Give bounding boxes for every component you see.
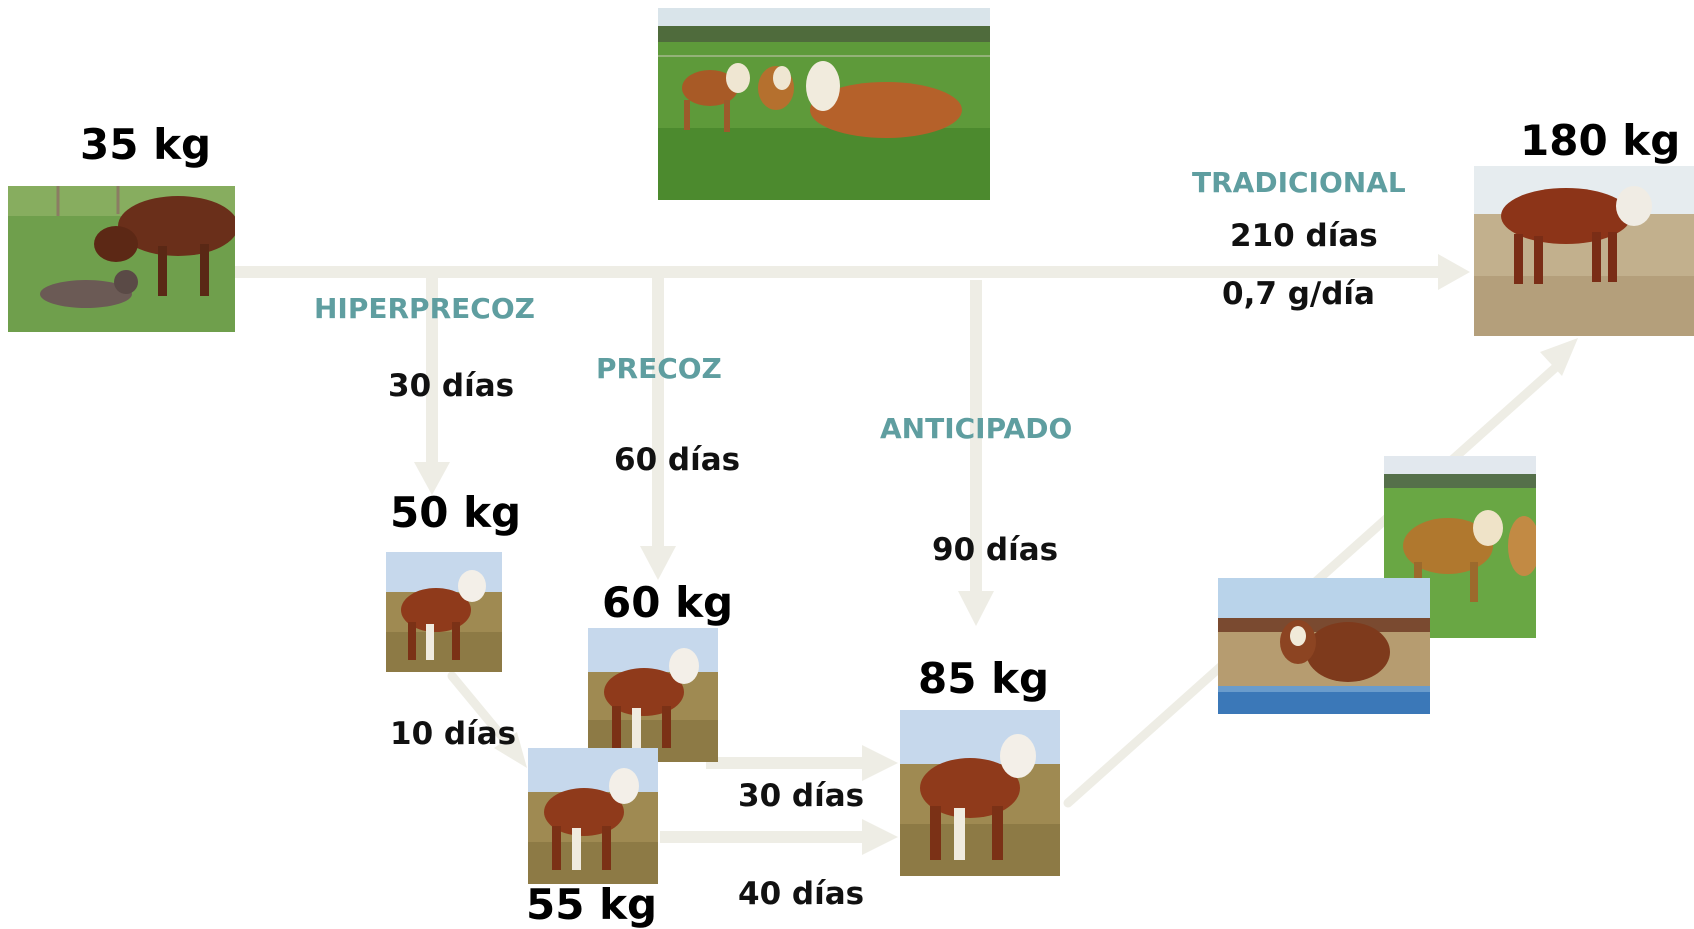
main-arrowhead — [1438, 254, 1470, 290]
final-steer-photo — [1474, 166, 1694, 336]
weight-hiperprecoz-plus: 55 kg — [526, 880, 658, 929]
calf-photo-85kg — [900, 710, 1060, 876]
weight-anticipado: 85 kg — [918, 654, 1050, 703]
duration-tradicional: 210 días — [1230, 218, 1378, 254]
duration-anticipado: 90 días — [932, 532, 1059, 568]
calf-photo-60kg — [588, 628, 718, 762]
weight-birth: 35 kg — [80, 120, 212, 169]
hyper-to-85-arrow — [660, 831, 866, 843]
weight-precoz: 60 kg — [602, 578, 734, 627]
precoz-arrow — [652, 272, 664, 548]
weight-hiperprecoz: 50 kg — [390, 488, 522, 537]
anticipado-arrowhead — [958, 591, 994, 626]
duration-hyper-to-85: 40 días — [738, 876, 865, 912]
method-tradicional: TRADICIONAL — [1192, 166, 1406, 199]
main-arrow — [235, 266, 1440, 278]
duration-precoz: 60 días — [614, 442, 741, 478]
gain-tradicional: 0,7 g/día — [1222, 276, 1375, 312]
hyper-arrowhead — [414, 462, 450, 495]
calf-photo-50kg — [386, 552, 502, 672]
cow-and-calf-photo — [8, 186, 235, 332]
duration-hyper-to-55: 10 días — [390, 716, 517, 752]
precoz-arrowhead — [640, 546, 676, 580]
method-anticipado: ANTICIPADO — [880, 412, 1073, 445]
method-precoz: PRECOZ — [596, 352, 722, 385]
anticipado-to-final-arrowhead — [1540, 338, 1578, 376]
feedlot-photo — [1218, 578, 1430, 714]
hyper-arrow — [426, 272, 438, 464]
precoz-to-85-arrow — [706, 757, 866, 769]
duration-hiperprecoz: 30 días — [388, 368, 515, 404]
hyper-to-55-arrow — [447, 671, 510, 745]
weight-final: 180 kg — [1520, 116, 1681, 165]
duration-precoz-to-85: 30 días — [738, 778, 865, 814]
calf-photo-55kg — [528, 748, 658, 884]
cow-herd-photo — [658, 8, 990, 200]
precoz-to-85-arrowhead — [862, 745, 898, 781]
hyper-to-85-arrowhead — [862, 819, 898, 855]
anticipado-arrow — [970, 280, 982, 593]
hyper-to-55-arrowhead — [494, 732, 527, 768]
method-hiperprecoz: HIPERPRECOZ — [314, 292, 535, 325]
